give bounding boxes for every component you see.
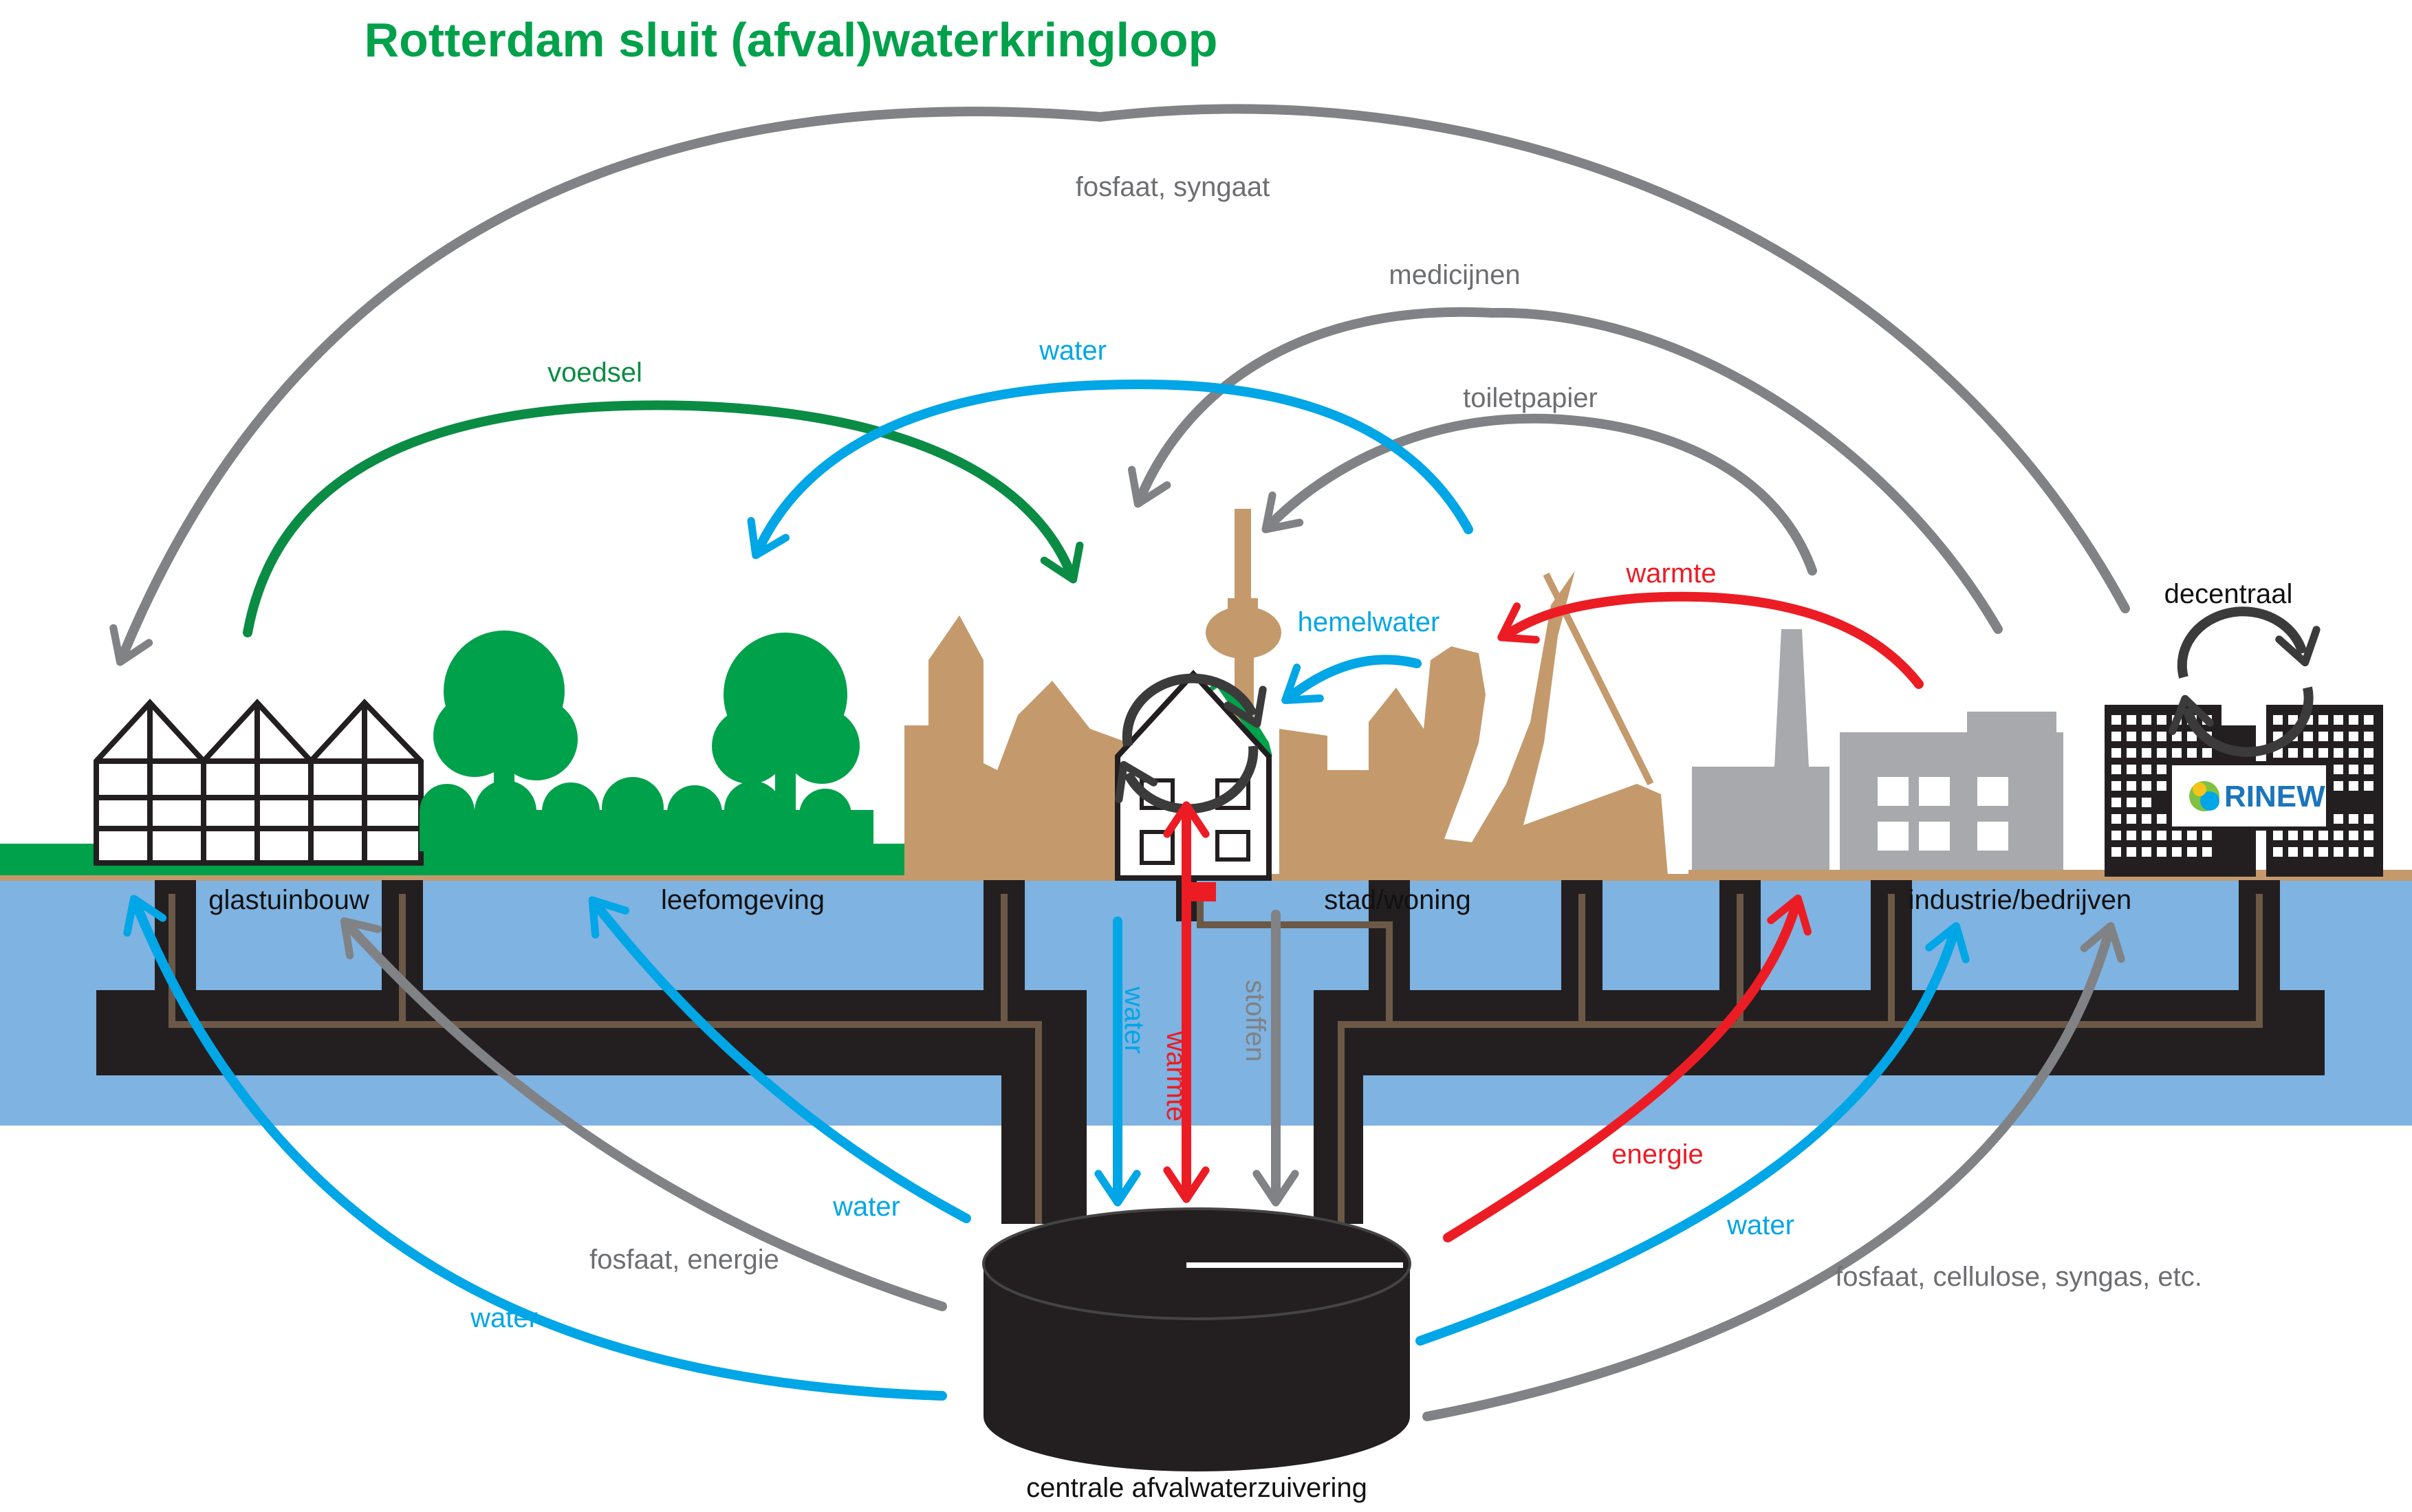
arrow-water-to-leefomgeving: [588, 896, 971, 1223]
industry-icon: [1688, 629, 2412, 878]
arrow-toiletpapier: [1261, 413, 1817, 576]
treatment-tank: [982, 1207, 1411, 1471]
arrow-fosfaat-cellulose: [1422, 921, 2125, 1421]
label-voedsel: voedsel: [547, 358, 642, 388]
sewer-pipes: [96, 880, 2325, 1224]
label-industrie-bedrijven: industrie/bedrijven: [1909, 885, 2132, 915]
arrow-energie: [1443, 895, 1812, 1242]
arrow-water-to-glastuinbouw: [123, 895, 947, 1401]
arrow-fosfaat-energie: [340, 917, 947, 1311]
label-medicijnen: medicijnen: [1389, 260, 1520, 290]
city-skyline: [904, 509, 1668, 875]
label-warmte-down: warmte: [1161, 1031, 1191, 1121]
label-hemelwater: hemelwater: [1298, 607, 1440, 637]
label-warmte-top: warmte: [1625, 558, 1716, 589]
rinew-logo: RINEW: [2189, 780, 2325, 813]
arrow-hemelwater: [1281, 655, 1422, 704]
label-water-right: water: [1726, 1210, 1794, 1240]
label-centrale-afvalwaterzuivering: centrale afvalwaterzuivering: [1026, 1473, 1367, 1503]
arrow-voedsel: [243, 400, 1084, 637]
arrow-water-top: [747, 379, 1473, 560]
arrow-warmte-top: [1497, 591, 1924, 689]
label-water-left2: water: [470, 1303, 538, 1333]
label-decentraal: decentraal: [2164, 579, 2293, 609]
label-glastuinbouw: glastuinbouw: [208, 885, 369, 915]
label-stoffen: stoffen: [1240, 980, 1270, 1062]
rinew-logo-text: RINEW: [2224, 780, 2325, 813]
diagram-title: Rotterdam sluit (afval)waterkringloop: [365, 13, 1218, 67]
label-toiletpapier: toiletpapier: [1463, 383, 1598, 413]
greenhouse-icon: [94, 699, 424, 866]
label-fosfaat-cellulose: fosfaat, cellulose, syngas, etc.: [1835, 1262, 2202, 1292]
decentral-cycle-icon: [2169, 606, 2321, 757]
arrow-fosfaat-syngaat: [109, 104, 2130, 666]
label-fosfaat-energie: fosfaat, energie: [589, 1245, 779, 1275]
label-fosfaat-syngaat: fosfaat, syngaat: [1076, 172, 1270, 202]
label-leefomgeving: leefomgeving: [661, 885, 825, 915]
arrow-water-to-industrie: [1415, 922, 1970, 1346]
label-stad-woning: stad/woning: [1324, 885, 1470, 915]
label-water-down: water: [1119, 986, 1149, 1054]
label-water-left1: water: [832, 1192, 900, 1222]
label-energie: energie: [1611, 1139, 1703, 1170]
label-water-top: water: [1039, 336, 1107, 366]
trees-icon: [420, 631, 873, 853]
